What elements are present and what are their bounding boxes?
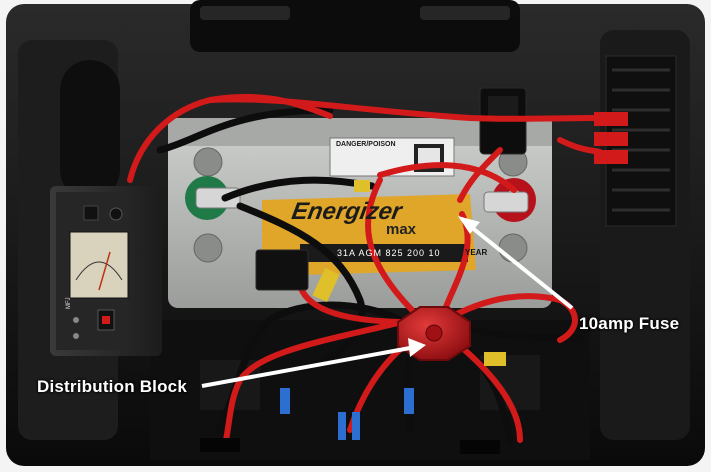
- psu-meter: [69, 231, 129, 299]
- distribution-block-callout-label: Distribution Block: [37, 377, 187, 396]
- arrow-icon: [458, 216, 574, 310]
- psu-knob: [109, 207, 123, 221]
- blue-connector: [280, 388, 290, 414]
- connector-block: [255, 249, 309, 291]
- battery-spec-text: 31A AGM 825 200 10: [337, 248, 441, 258]
- blue-connector: [338, 412, 346, 440]
- fuse-callout-label: 10amp Fuse: [579, 314, 680, 333]
- anderson-connector: [594, 132, 628, 146]
- battery-warning-text: DANGER/POISON: [336, 141, 396, 148]
- battery-model-text: max: [386, 221, 417, 238]
- battery-year-text: YEAR: [465, 248, 488, 257]
- arrow-icon: [201, 338, 426, 388]
- psu-brand-text: MFJ: [66, 297, 72, 309]
- blue-connector: [352, 412, 360, 440]
- blue-connector: [404, 388, 414, 414]
- yellow-connector: [484, 352, 506, 366]
- anderson-connector: [594, 112, 628, 126]
